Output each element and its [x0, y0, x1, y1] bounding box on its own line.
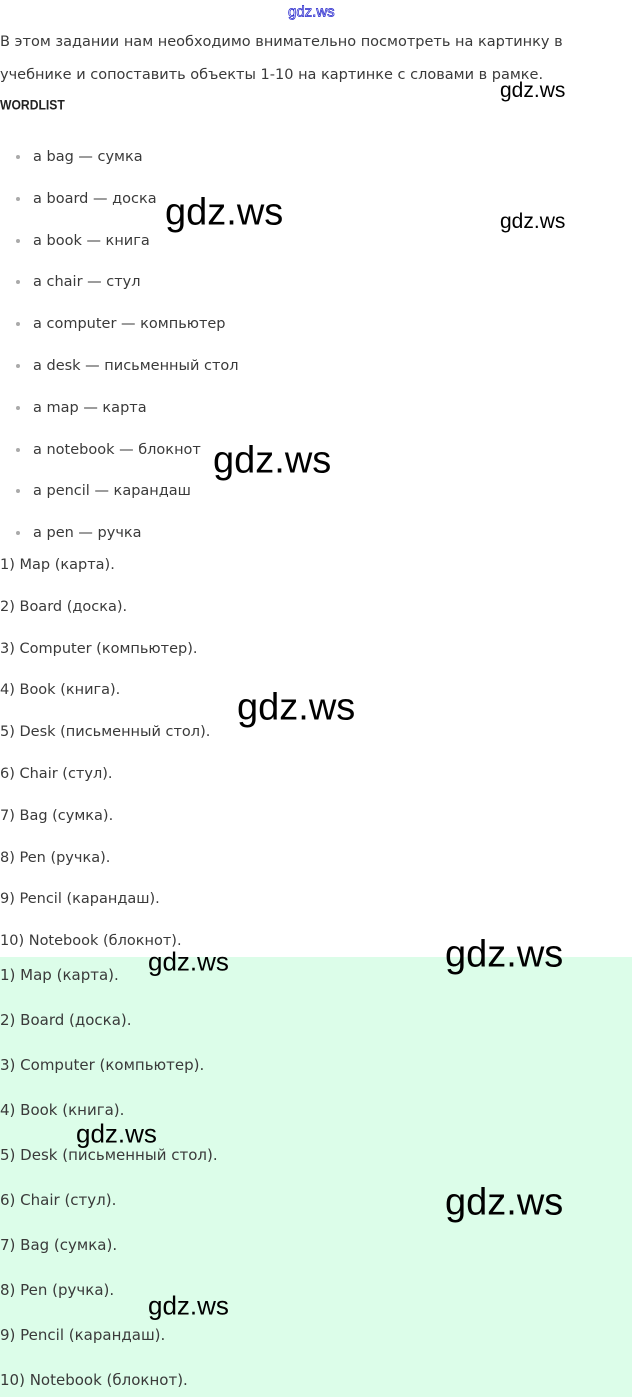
wordlist-item: a pencil — карандаш — [33, 483, 191, 500]
answer-item: 8) Pen (ручка). — [0, 849, 111, 866]
answer-item: 1) Map (карта). — [0, 557, 115, 573]
watermark: gdz.ws — [165, 191, 284, 234]
bullet-icon — [16, 405, 20, 410]
watermark: gdz.ws — [148, 946, 229, 977]
bullet-icon — [16, 238, 20, 243]
intro-line: В этом задании нам необходимо внимательн… — [0, 34, 563, 50]
bullet-icon — [16, 447, 20, 452]
answer-item-highlighted: 6) Chair (стул). — [0, 1191, 117, 1209]
wordlist-heading: WORDLIST — [0, 97, 65, 113]
watermark: gdz.ws — [213, 439, 332, 482]
answer-item: 4) Book (книга). — [0, 682, 121, 699]
wordlist-item: a bag — сумка — [33, 149, 143, 165]
bullet-icon — [16, 489, 20, 494]
watermark: gdz.ws — [500, 79, 566, 102]
answer-item: 7) Bag (сумка). — [0, 807, 114, 824]
wordlist-item: a desk — письменный стол — [33, 358, 239, 374]
answer-highlight-block — [0, 957, 632, 1397]
answer-item: 2) Board (доска). — [0, 598, 128, 615]
answer-item-highlighted: 3) Computer (компьютер). — [0, 1056, 205, 1074]
watermark: gdz.ws — [148, 1290, 229, 1321]
bullet-icon — [16, 531, 20, 536]
wordlist-item: a pen — ручка — [33, 525, 142, 542]
wordlist-item: a computer — компьютер — [33, 316, 226, 333]
bullet-icon — [16, 280, 20, 285]
wordlist-item: a chair — стул — [33, 274, 141, 291]
watermark: gdz.ws — [237, 686, 356, 729]
answer-item: 6) Chair (стул). — [0, 766, 113, 782]
bullet-icon — [16, 196, 20, 201]
watermark: gdz.ws — [76, 1118, 157, 1149]
watermark: gdz.ws — [500, 210, 566, 233]
answer-item-highlighted: 9) Pencil (карандаш). — [0, 1326, 166, 1344]
answer-item-highlighted: 4) Book (книга). — [0, 1101, 125, 1119]
answer-item: 9) Pencil (карандаш). — [0, 891, 160, 908]
answer-item-highlighted: 10) Notebook (блокнот). — [0, 1371, 188, 1389]
answer-item: 5) Desk (письменный стол). — [0, 724, 211, 741]
answer-item: 3) Computer (компьютер). — [0, 640, 198, 657]
intro-line: учебнике и сопоставить объекты 1-10 на к… — [0, 67, 544, 83]
wordlist-item: a board — доска — [33, 190, 157, 207]
answer-item-highlighted: 7) Bag (сумка). — [0, 1236, 118, 1254]
watermark: gdz.ws — [445, 933, 564, 976]
answer-item-highlighted: 2) Board (доска). — [0, 1011, 132, 1029]
watermark: gdz.ws — [445, 1181, 564, 1224]
bullet-icon — [16, 364, 20, 368]
bullet-icon — [16, 322, 20, 327]
site-header-logo[interactable]: gdz.ws — [288, 3, 335, 21]
wordlist-item: a notebook — блокнот — [33, 441, 201, 458]
answer-item-highlighted: 5) Desk (письменный стол). — [0, 1146, 218, 1164]
bullet-icon — [16, 155, 20, 159]
answer-item-highlighted: 1) Map (карта). — [0, 966, 119, 984]
wordlist-item: a map — карта — [33, 399, 147, 416]
answer-item-highlighted: 8) Pen (ручка). — [0, 1281, 115, 1299]
wordlist-item: a book — книга — [33, 232, 150, 249]
answer-item: 10) Notebook (блокнот). — [0, 933, 182, 950]
